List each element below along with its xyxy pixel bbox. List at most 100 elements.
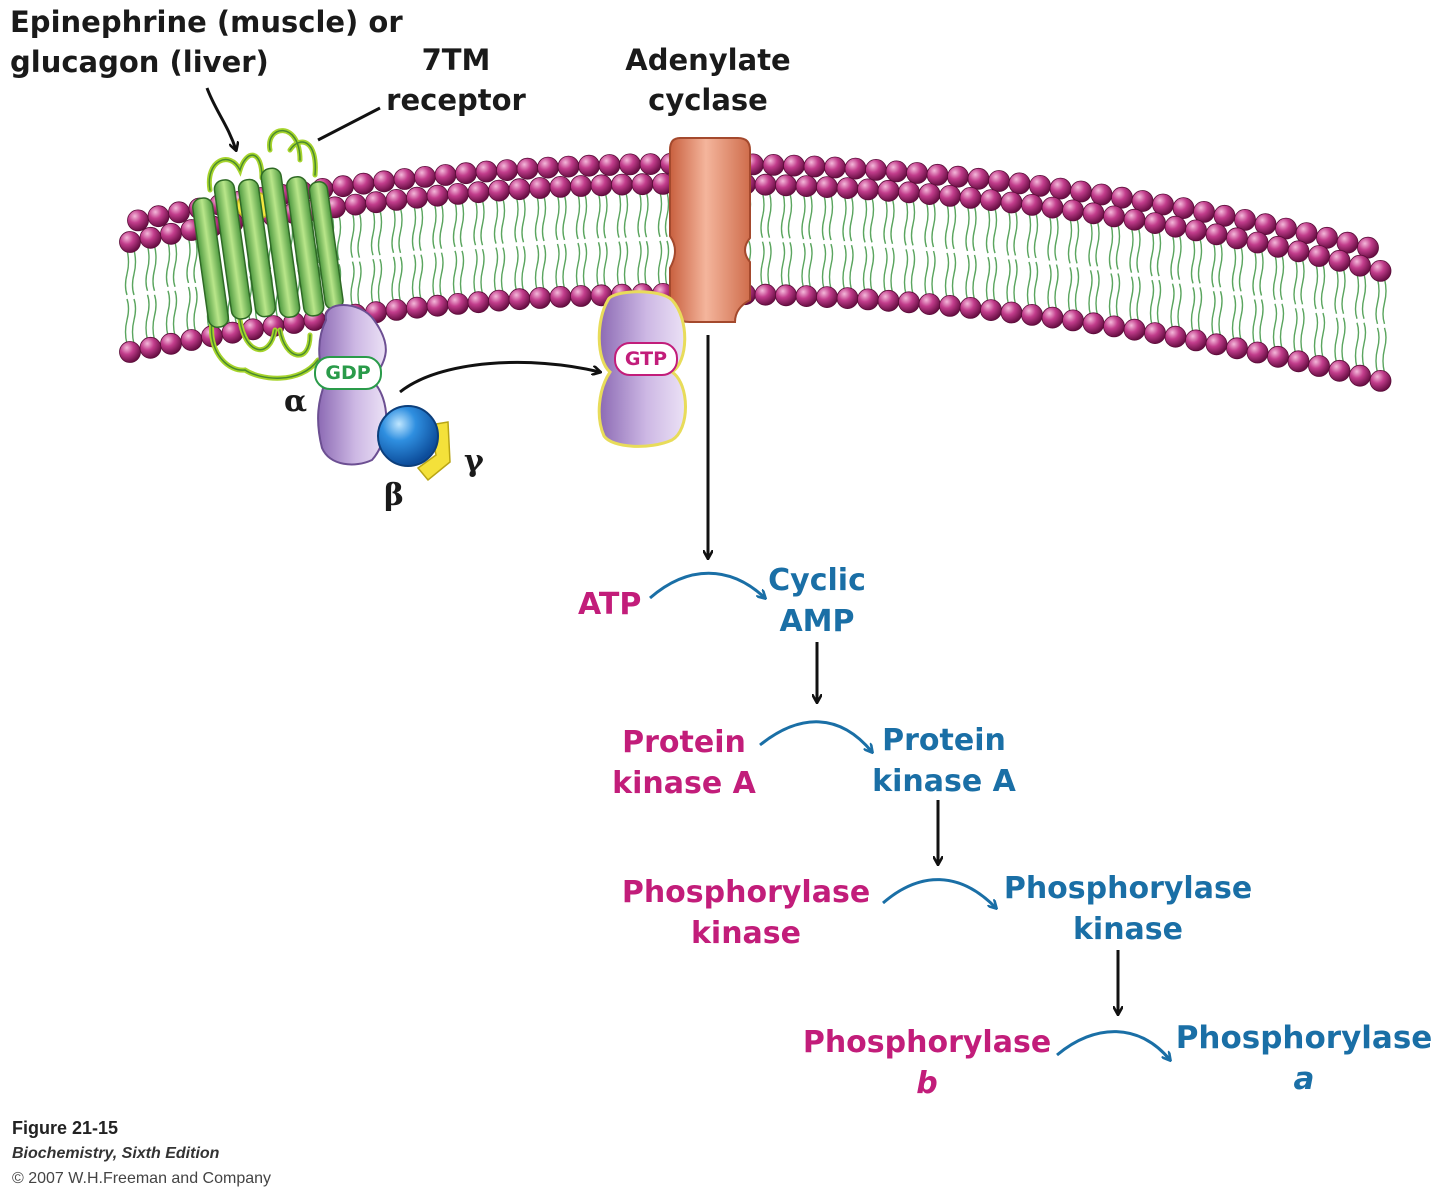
7tm-receptor-icon	[192, 128, 344, 381]
lipid-head	[918, 293, 941, 316]
g-protein-complex-icon	[317, 304, 451, 482]
lipid-head	[488, 289, 510, 312]
lipid-head-back	[639, 153, 662, 176]
pka-activation-arrow	[759, 720, 872, 752]
lipid-head	[1185, 219, 1207, 242]
phk-active-label: Phosphorylase kinase	[1003, 871, 1253, 947]
hormone-label: Epinephrine (muscle) or glucagon (liver)	[10, 5, 403, 79]
receptor-pointer-line	[317, 106, 381, 142]
lipid-head-back	[598, 154, 621, 176]
lipid-head	[549, 285, 572, 308]
lipid-head-back	[352, 172, 375, 195]
pka-active-label: Protein kinase A	[872, 723, 1016, 799]
lipid-head	[1267, 235, 1289, 258]
lipid-head	[160, 332, 182, 355]
gdp-badge: GDP	[314, 356, 382, 390]
lipid-head	[836, 177, 859, 200]
lipid-head	[1144, 212, 1166, 235]
lipid-head	[1000, 191, 1023, 214]
lipid-head	[549, 175, 572, 198]
lipid-head	[1205, 223, 1228, 246]
lipid-head	[1287, 240, 1310, 263]
lipid-head	[1308, 355, 1330, 377]
lipid-head	[426, 294, 449, 317]
lipid-head-back	[885, 160, 908, 183]
arrows	[205, 87, 1170, 1060]
lipid-head	[1103, 315, 1125, 338]
lipid-head-back	[619, 153, 641, 176]
lipid-head	[1246, 341, 1269, 364]
lipid-head	[139, 226, 162, 249]
lipid-head	[447, 292, 469, 315]
phosphorylase-b-label: Phosphorylase b	[802, 1025, 1052, 1101]
lipid-head	[775, 174, 797, 197]
lipid-head-back	[434, 164, 457, 186]
g-protein-activation-arrow	[399, 360, 600, 394]
figure-caption: Figure 21-15 Biochemistry, Sixth Edition…	[12, 1116, 271, 1191]
cyclic-amp-label: Cyclic AMP	[768, 563, 866, 639]
lipid-head	[365, 191, 387, 214]
book-title: Biochemistry, Sixth Edition	[12, 1145, 220, 1162]
lipid-head	[1021, 303, 1043, 326]
lipid-head	[939, 294, 961, 317]
lipid-head	[1123, 208, 1146, 231]
lipid-head	[795, 175, 818, 198]
lipid-head-back	[1336, 231, 1359, 254]
lipid-head	[959, 186, 982, 209]
lipid-head	[980, 299, 1002, 322]
lipid-head	[795, 285, 818, 308]
lipid-head-back	[557, 155, 580, 178]
lipid-head	[1226, 227, 1248, 250]
lipid-head	[119, 341, 141, 363]
lipid-head	[1328, 359, 1351, 382]
lipid-head	[119, 231, 141, 253]
lipid-head-back	[844, 157, 867, 180]
lipid-head	[1082, 202, 1105, 225]
lipid-head-back	[1111, 186, 1133, 209]
lipid-head	[426, 184, 449, 207]
lipid-head-back	[537, 156, 559, 179]
lipid-head	[529, 287, 551, 309]
lipid-head-back	[926, 163, 949, 186]
lipid-head	[488, 179, 510, 202]
lipid-head	[1123, 318, 1146, 341]
lipid-head	[877, 289, 900, 312]
lipid-head	[1349, 364, 1371, 387]
lipid-head	[754, 283, 777, 306]
phk-activation-arrow	[882, 878, 996, 908]
lipid-head	[631, 173, 654, 196]
lipid-head-back	[578, 154, 600, 177]
lipid-head	[160, 222, 182, 245]
lipid-head	[180, 329, 203, 351]
lipid-head	[385, 188, 408, 211]
lipid-head-back	[332, 175, 354, 198]
lipid-head	[467, 181, 490, 204]
lipid-head	[918, 183, 941, 206]
lipid-head	[570, 175, 592, 197]
lipid-head	[1226, 337, 1248, 360]
lipid-head-back	[147, 205, 170, 228]
lipid-head-back	[475, 160, 498, 183]
lipid-head	[816, 286, 838, 309]
lipid-head	[898, 291, 920, 314]
lipid-head-back	[865, 158, 887, 181]
pka-inactive-label: Protein kinase A	[612, 725, 756, 801]
lipid-head-back	[1213, 204, 1236, 227]
lipid-head	[344, 193, 367, 216]
lipid-head	[1082, 312, 1105, 335]
lipid-head	[1144, 322, 1166, 345]
gamma-label: γ	[464, 444, 484, 479]
lipid-head	[1308, 245, 1330, 267]
lipid-head	[1164, 215, 1187, 238]
lipid-head-back	[1029, 174, 1051, 197]
lipid-head	[1349, 254, 1371, 277]
lipid-head-back	[783, 154, 805, 177]
lipid-head	[1062, 309, 1084, 332]
lipid-head	[1205, 333, 1228, 356]
lipid-head-back	[1295, 222, 1318, 245]
atp-label: ATP	[578, 587, 642, 622]
lipid-head-back	[168, 201, 190, 224]
lipid-head-back	[1357, 236, 1379, 259]
cyclase-label: Adenylate cyclase	[625, 43, 791, 117]
